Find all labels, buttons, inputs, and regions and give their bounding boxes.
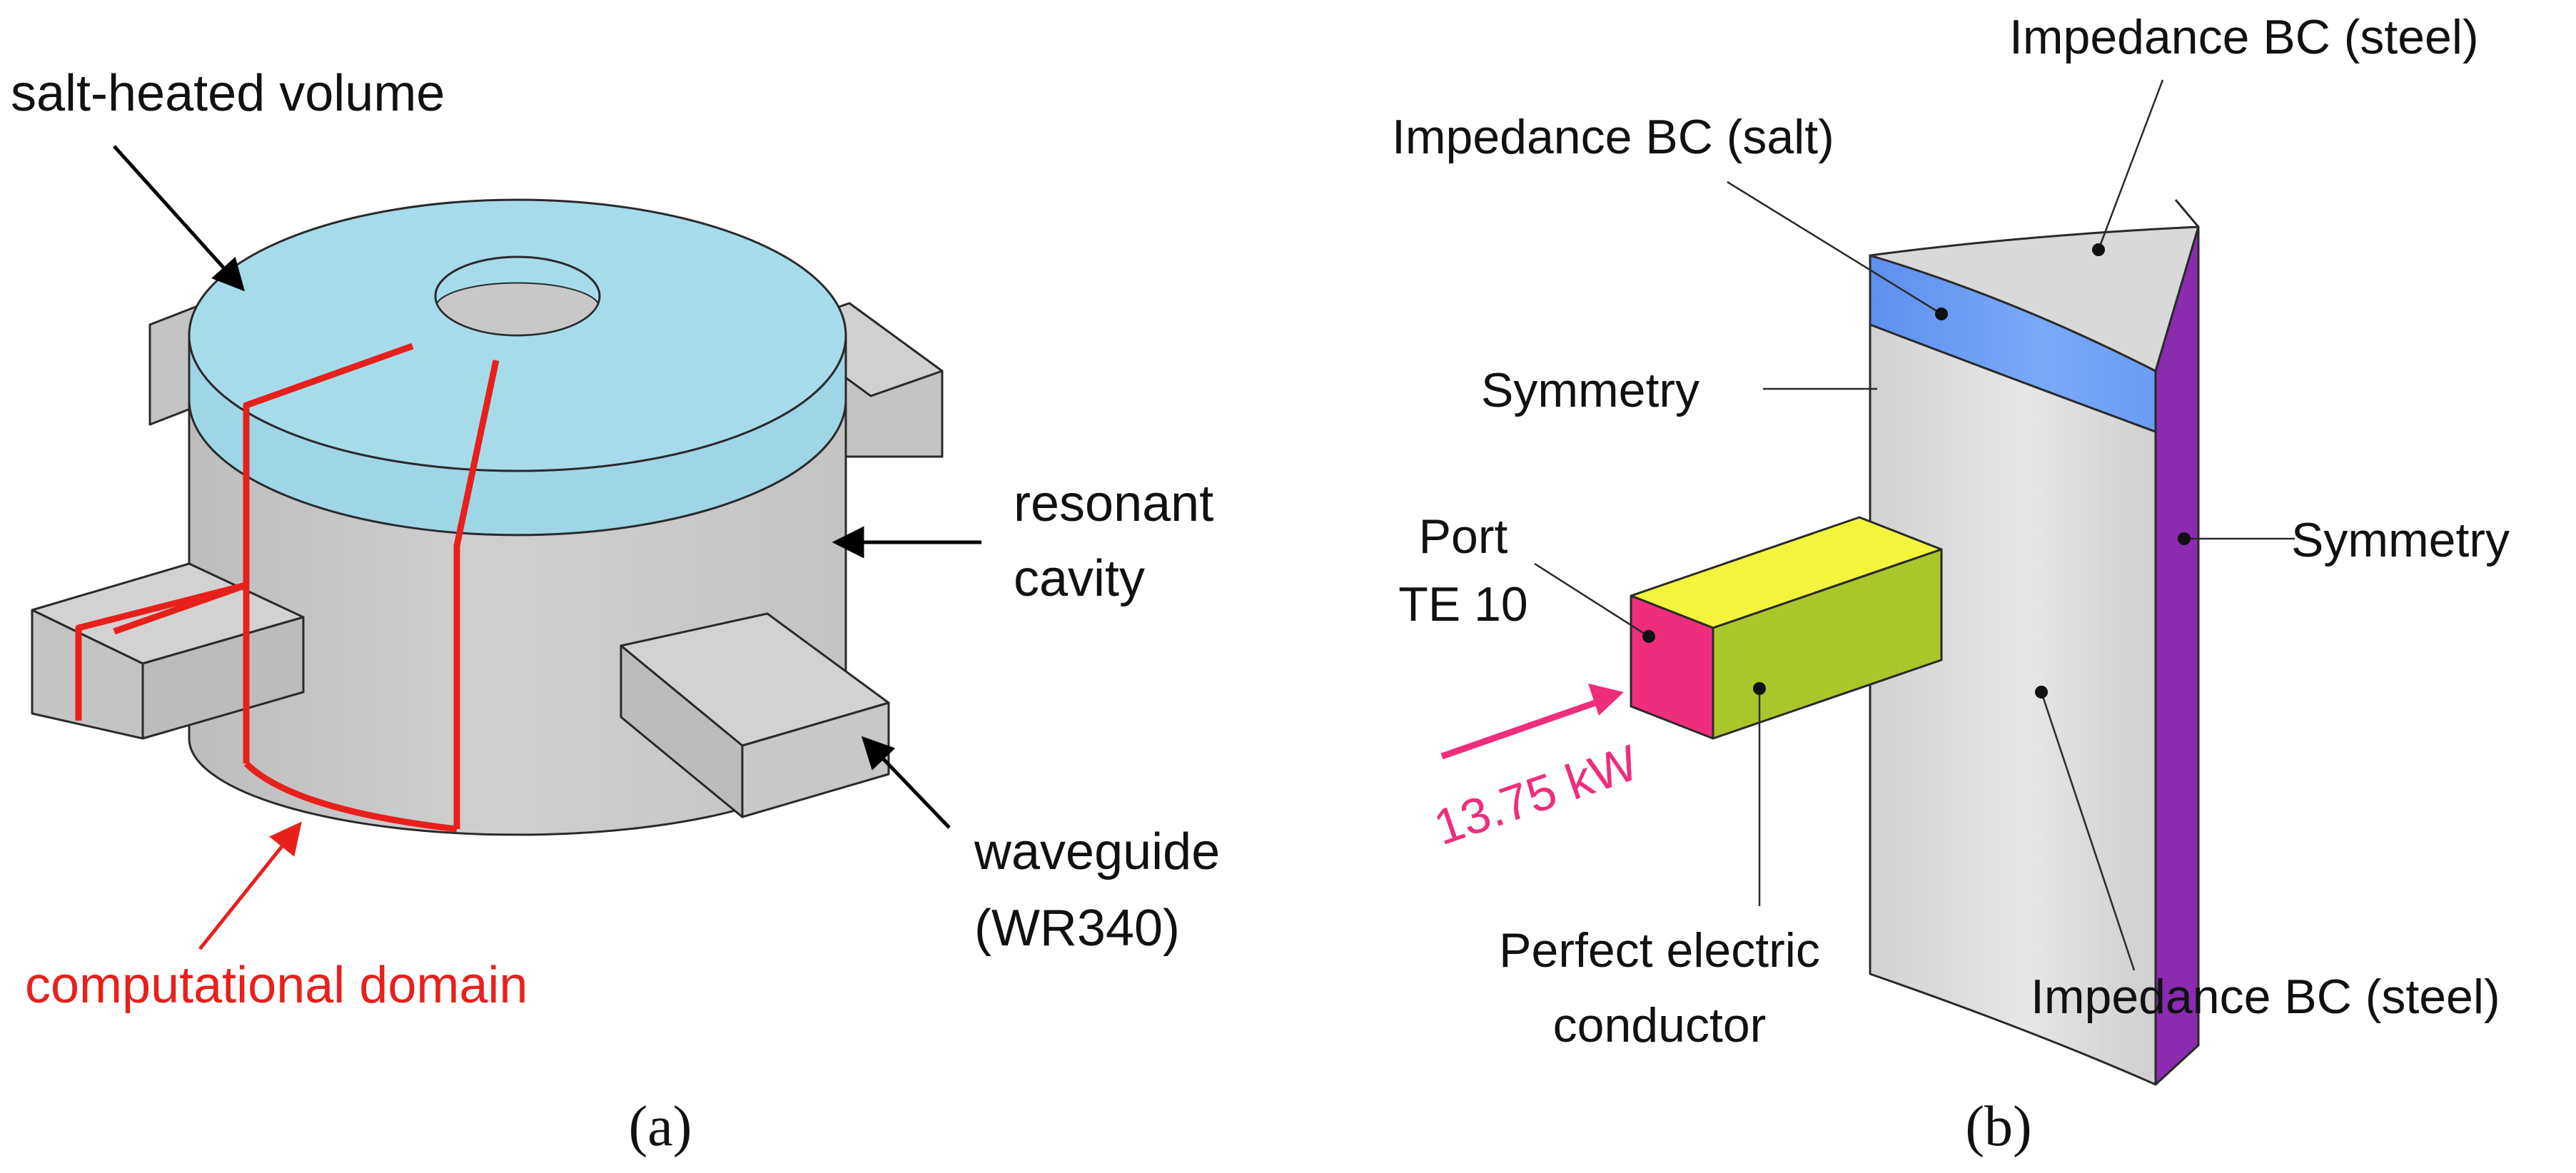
domain-arrow [198, 821, 302, 950]
figure-a: salt-heated volume resonant cavity waveg… [11, 65, 1220, 1158]
impedance-salt-label: Impedance BC (salt) [1392, 110, 1834, 164]
waveguide-front-left-side [141, 616, 305, 740]
leader-dots [1642, 243, 2191, 699]
port-label-2: TE 10 [1398, 577, 1527, 631]
waveguide-label-1: waveguide [974, 823, 1220, 880]
pec-label-1: Perfect electric [1499, 923, 1820, 978]
pec-label-2: conductor [1553, 998, 1767, 1052]
impedance-steel-top-label: Impedance BC (steel) [2009, 10, 2479, 64]
symmetry-left-label: Symmetry [1481, 363, 1699, 417]
computational-domain-label: computational domain [25, 957, 527, 1014]
power-arrowhead [1588, 684, 1624, 716]
impedance-steel-bottom-label: Impedance BC (steel) [2031, 970, 2500, 1024]
resonant-cavity-label-1: resonant [1014, 475, 1213, 532]
waveguide-front-right-front [741, 701, 890, 818]
top-notch [2174, 199, 2200, 228]
center-hole-inner [435, 282, 600, 336]
leader-lines [1534, 79, 2295, 971]
waveguide-label-2: (WR340) [974, 900, 1180, 957]
symmetry-right-label: Symmetry [2291, 513, 2510, 567]
caption-b: (b) [1965, 1095, 2031, 1158]
figure-b: Impedance BC (steel) Impedance BC (salt)… [1392, 10, 2510, 1158]
power-arrow [1440, 694, 1611, 760]
computational-domain-outline [75, 342, 500, 833]
salt-volume-arrow [113, 145, 246, 292]
caption-a: (a) [629, 1095, 692, 1158]
waveguide-arrow [861, 736, 951, 829]
symmetry-face-right [2154, 225, 2200, 1086]
port-label-1: Port [1419, 509, 1508, 564]
resonant-cavity-label-2: cavity [1014, 550, 1145, 607]
salt-volume-label: salt-heated volume [11, 65, 445, 122]
